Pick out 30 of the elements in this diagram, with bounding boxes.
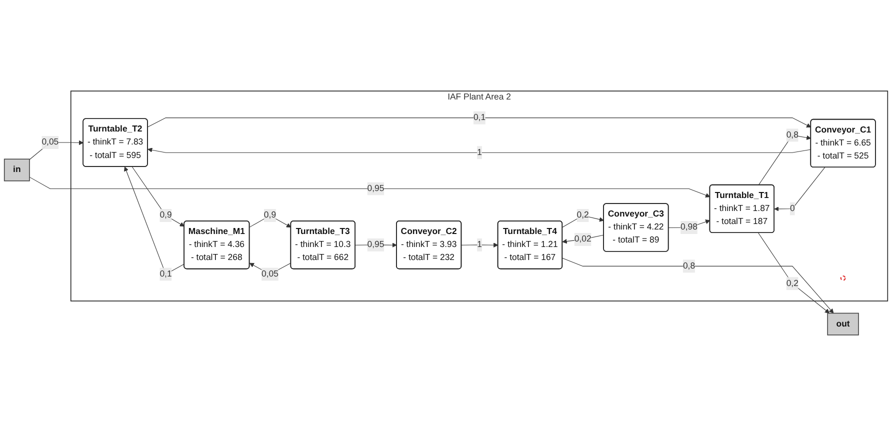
edge-label: 1 <box>477 148 482 157</box>
edge-label: 0 <box>790 204 795 214</box>
arrow <box>29 176 710 198</box>
node-box: in <box>4 158 30 182</box>
edge-label: 0,9 <box>160 210 172 220</box>
edge-label: 0,1 <box>160 269 172 279</box>
edge-label: 0,2 <box>786 278 798 288</box>
arrow <box>758 232 830 314</box>
arrow <box>148 148 812 153</box>
arrow <box>147 118 812 128</box>
edge-label: 0,1 <box>473 112 486 122</box>
arrow <box>29 140 84 160</box>
arrow <box>461 242 498 248</box>
edge-label: 1 <box>477 240 482 250</box>
edge-label: 0,02 <box>574 234 592 244</box>
edge-label: 0,95 <box>367 184 384 194</box>
edge-label: 0,8 <box>786 130 798 140</box>
node-box: out <box>827 312 859 336</box>
arrow <box>774 167 826 212</box>
edge-label: 0,95 <box>367 240 384 250</box>
edge-label: 0,05 <box>42 138 59 147</box>
node-circle <box>840 275 846 281</box>
arrow <box>562 258 834 314</box>
arrow <box>758 134 812 186</box>
arrow <box>132 166 185 227</box>
edge-label: 0,98 <box>680 222 698 232</box>
edge-label: 0,8 <box>682 261 696 271</box>
edge-label: 0,9 <box>264 210 276 220</box>
edge-label: 0,2 <box>576 210 589 220</box>
edge-label: 0,05 <box>262 269 278 279</box>
